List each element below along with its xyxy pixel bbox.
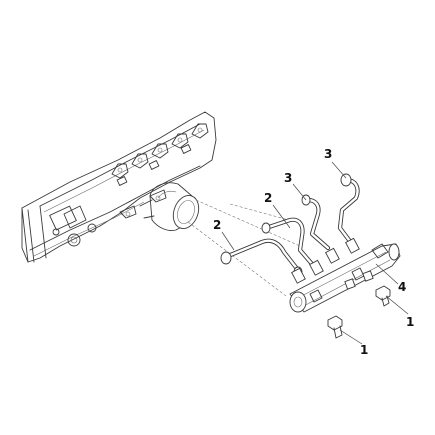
fuel-rail [289,237,401,313]
callout-2-upper: 2 [264,191,272,205]
callout-1-right: 1 [406,315,414,329]
callout-labels: 3 3 2 2 4 1 1 [213,147,414,357]
mounting-bolt-lower [327,315,343,339]
callout-3-lower: 3 [284,171,292,185]
fuel-pipe-upper [337,173,360,247]
leader-lines [221,161,409,345]
assembly-lines [187,199,301,297]
intake-elbow [139,182,200,231]
callout-4: 4 [398,280,406,294]
engine-cylinder-head [21,111,217,263]
callout-2-lower: 2 [213,218,221,232]
fuel-pipe-long [220,238,303,278]
fuel-pipe-middle [261,217,315,267]
head-bosses [111,123,209,179]
connector-fitting [344,270,374,290]
fuel-pipe-upper-mid [301,194,331,251]
mounting-bolt-right [375,285,391,307]
callout-3-upper: 3 [324,147,332,161]
callout-1-lower: 1 [360,343,368,357]
